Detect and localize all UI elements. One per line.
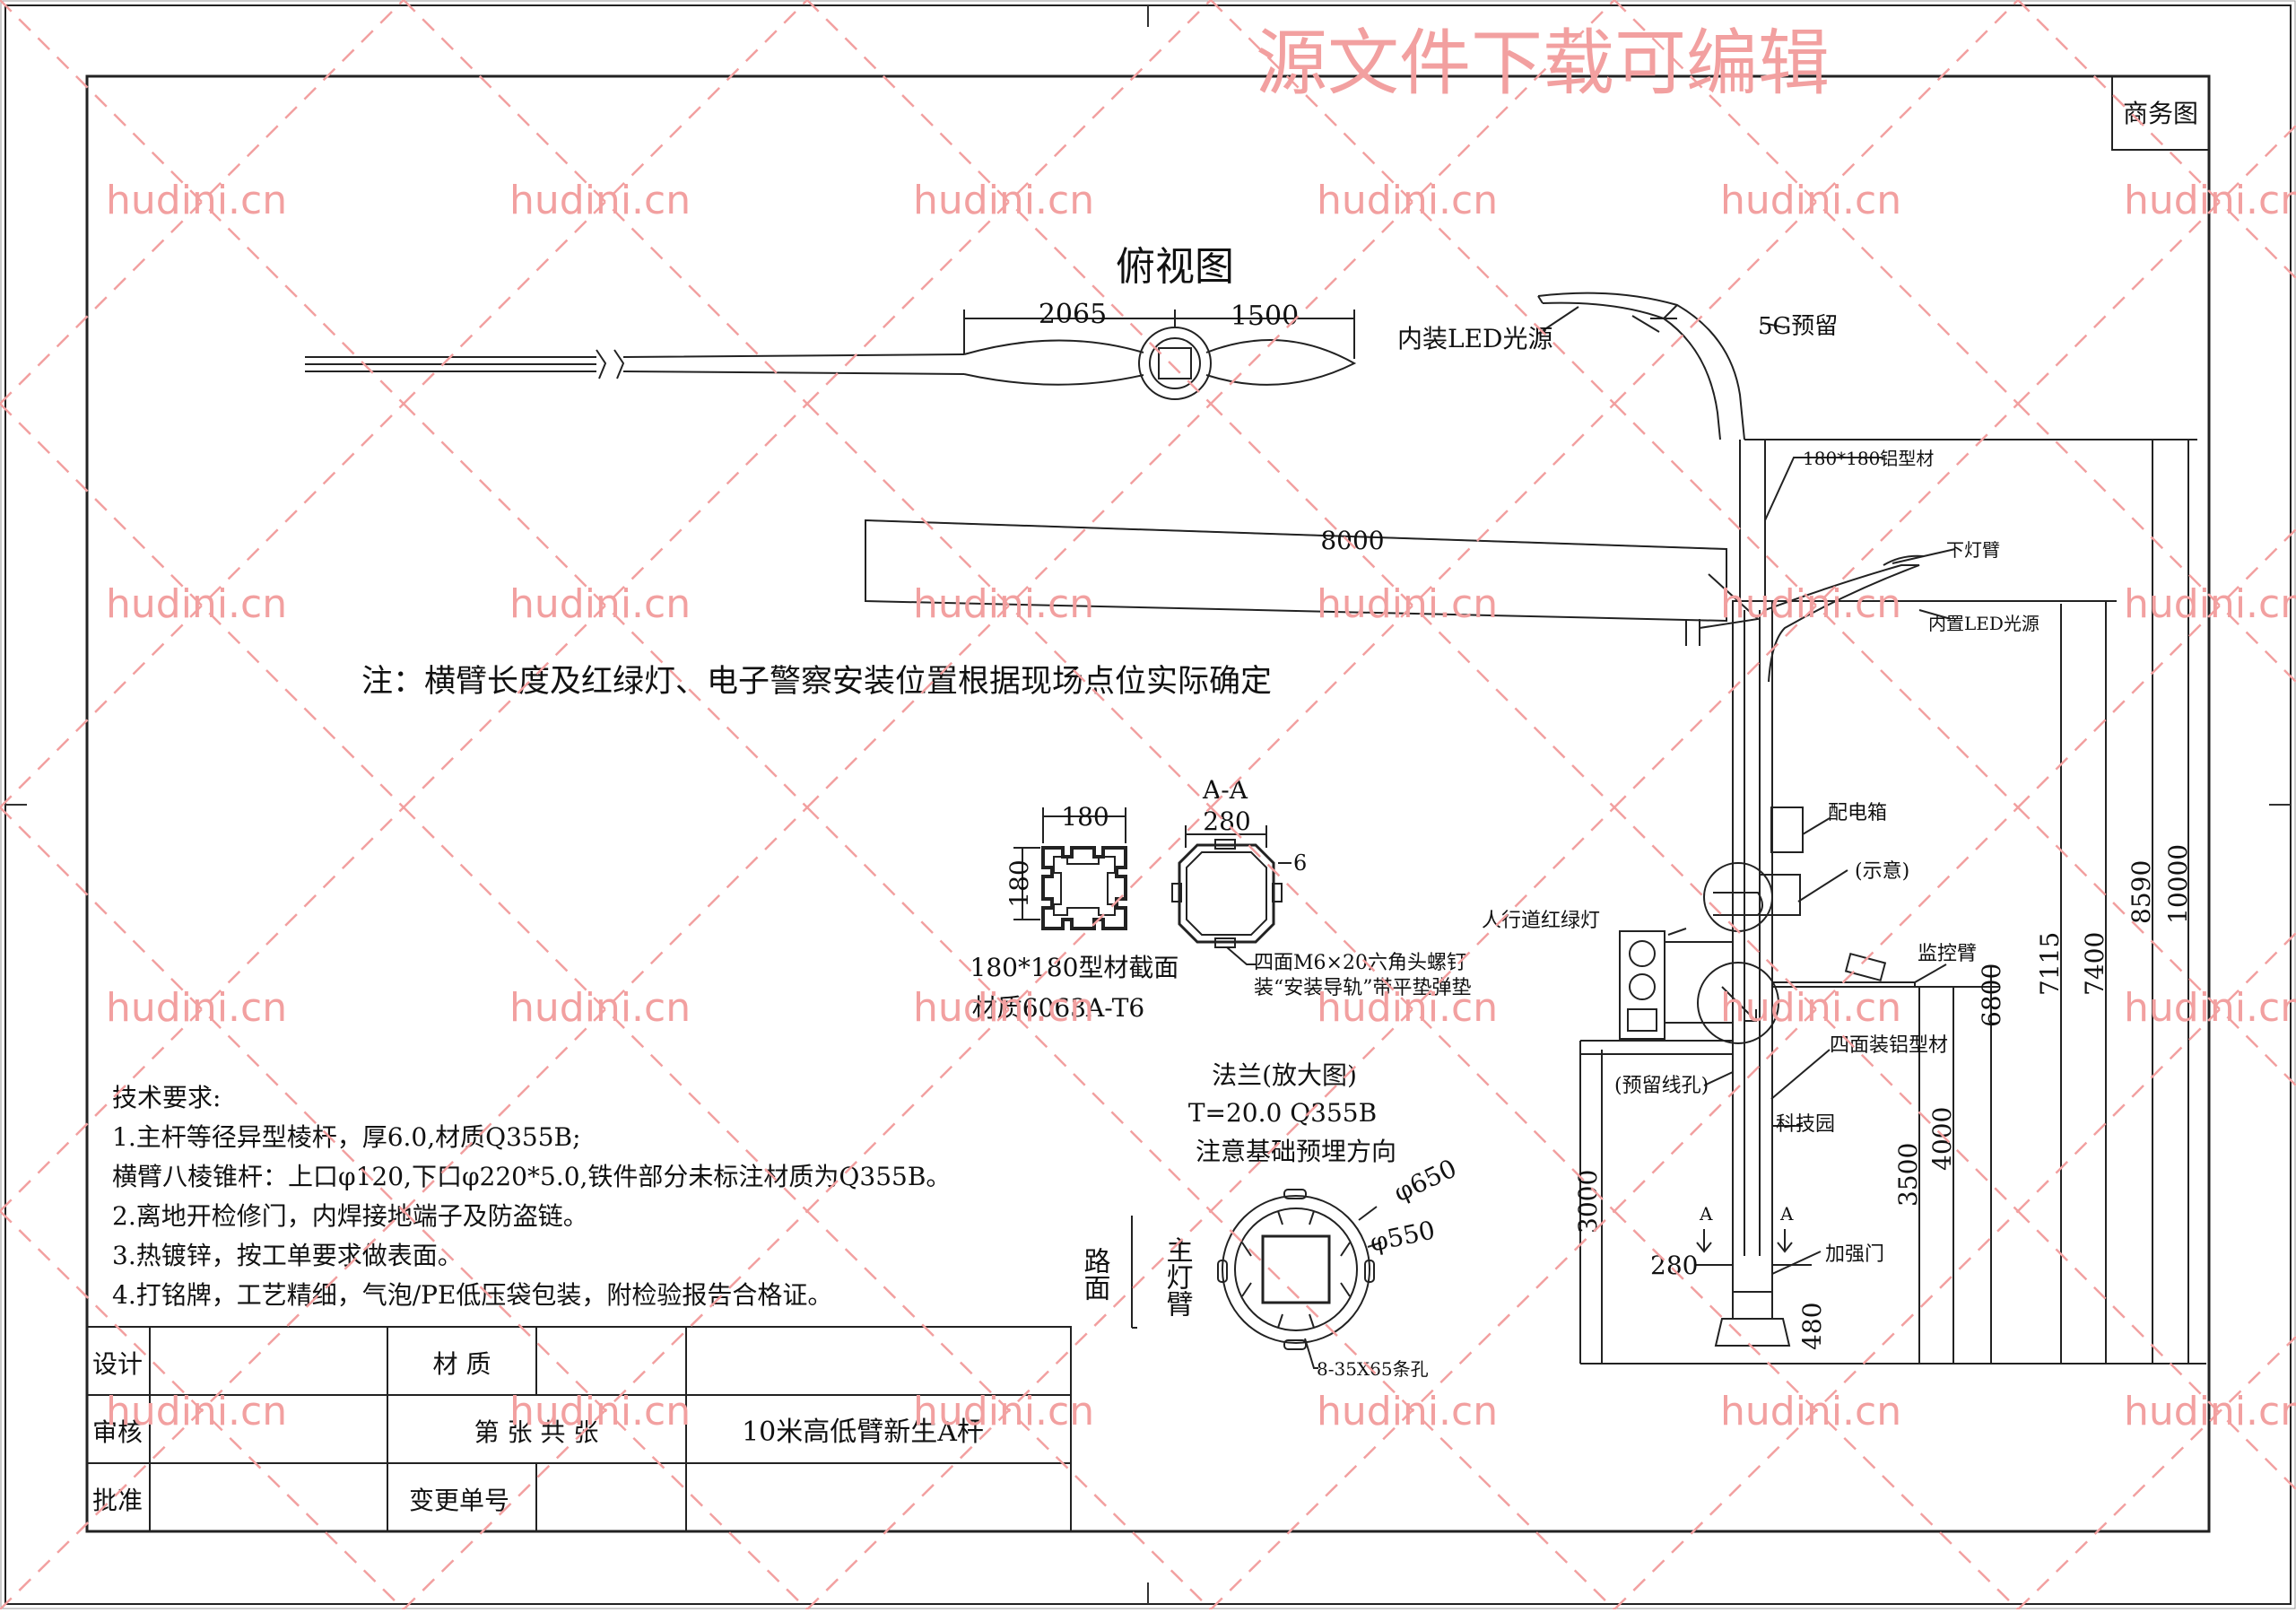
aa-callout-2: 装“安装导轨”带平垫弹垫: [1254, 977, 1472, 999]
watermark-text: hudini.cn: [1720, 178, 1901, 223]
top-view: 俯视图 2065 1500: [305, 244, 1357, 400]
pole-labels: 内装LED光源 5G预留 180*180铝型材 下灯臂 内置LED光源 配电箱 …: [1397, 313, 2039, 1266]
watermark-text: hudini.cn: [2124, 178, 2296, 223]
dim-8590: 8590: [2126, 860, 2156, 924]
watermark-text: hudini.cn: [913, 1389, 1094, 1434]
tech-requirements: 技术要求: 1.主杆等径异型棱杆，厚6.0,材质Q355B; 横臂八棱锥杆：上口…: [112, 1083, 951, 1310]
watermark-title: 源文件下载可编辑: [1256, 22, 1830, 105]
watermark-text: hudini.cn: [1720, 1389, 1901, 1434]
label-dist-box: 配电箱: [1828, 802, 1887, 824]
flange-dia-inner: φ550: [1368, 1215, 1438, 1257]
profile-dim-height: 180: [1004, 859, 1034, 907]
watermark-text: hudini.cn: [1317, 581, 1498, 627]
watermark-texts: hudini.cn hudini.cn hudini.cn hudini.cn hudi…: [106, 178, 2296, 1434]
label-led-source: 内装LED光源: [1397, 324, 1552, 353]
watermark-text: hudini.cn: [2124, 985, 2296, 1031]
profile-dim-width: 180: [1061, 802, 1109, 832]
watermark-text: hudini.cn: [2124, 581, 2296, 627]
label-profile-180: 180*180铝型材: [1803, 448, 1934, 469]
dim-3500: 3500: [1893, 1143, 1923, 1207]
profile-caption-1: 180*180型材截面: [970, 953, 1179, 982]
watermark-text: hudini.cn: [2124, 1389, 2296, 1434]
flange-road-label: 路面: [1079, 1247, 1110, 1301]
watermark-text: hudini.cn: [913, 178, 1094, 223]
dim-8000: 8000: [1320, 526, 1384, 555]
title-block: 设计 审核 批准 材 质 第 张 共 张 变更单号 10米高低臂新生A杆: [86, 1326, 1072, 1532]
tb-design: 设计: [92, 1349, 143, 1379]
aa-section: A-A 280 6 四面M6×20六角头螺钉 装“安装导轨”带平垫弹垫: [1171, 775, 1472, 999]
watermark-text: hudini.cn: [509, 581, 691, 627]
tech-item-3: 2.离地开检修门，内焊接地端子及防盗链。: [112, 1201, 588, 1231]
label-inner-led: 内置LED光源: [1928, 613, 2039, 634]
watermark-text: hudini.cn: [106, 178, 287, 223]
dim-6800: 6800: [1977, 963, 2006, 1027]
section-mark-left: A: [1699, 1203, 1713, 1225]
label-monitor-arm: 监控臂: [1918, 943, 1977, 965]
watermark-text: hudini.cn: [106, 581, 287, 627]
label-reinforce-door: 加强门: [1825, 1243, 1884, 1266]
label-5g: 5G预留: [1758, 313, 1838, 340]
tech-item-2: 横臂八棱锥杆：上口φ120,下口φ220*5.0,铁件部分未标注材质为Q355B…: [112, 1162, 951, 1191]
label-lower-arm: 下灯臂: [1946, 539, 2000, 561]
dim-3000: 3000: [1573, 1170, 1603, 1234]
dim-7400: 7400: [2080, 932, 2109, 996]
label-tech-park: 科技园: [1776, 1113, 1835, 1136]
dim-4000: 4000: [1927, 1107, 1957, 1171]
flange-detail: 法兰(放大图) T=20.0 Q355B 注意基础预埋方向 φ650 φ550 …: [1079, 1060, 1462, 1380]
dim-480: 480: [1797, 1303, 1827, 1350]
tb-sheet: 第 张 共 张: [474, 1417, 599, 1447]
label-reserved-hole: (预留线孔): [1614, 1075, 1709, 1097]
flange-spec: T=20.0 Q355B: [1188, 1098, 1377, 1128]
aa-dim-thick: 6: [1293, 850, 1307, 876]
watermark-text: hudini.cn: [1317, 1389, 1498, 1434]
watermark-text: hudini.cn: [1317, 178, 1498, 223]
flange-main-arm-label: 主灯臂: [1161, 1236, 1193, 1317]
corner-marks: [5, 5, 2291, 1604]
tb-material: 材 质: [433, 1349, 491, 1379]
pole-dimensions: 10000 8590 7400 7115 6800 4000 3500 3000: [1573, 844, 2193, 1234]
tb-review: 审核: [92, 1417, 143, 1447]
tech-title: 技术要求:: [112, 1083, 221, 1112]
top-view-title: 俯视图: [1116, 244, 1234, 290]
cross-arm: 8000: [865, 519, 1761, 646]
flange-dia-outer: φ650: [1389, 1154, 1461, 1208]
dim-10000: 10000: [2163, 844, 2193, 924]
tech-item-4: 3.热镀锌，按工单要求做表面。: [112, 1241, 463, 1270]
tb-drawing-name: 10米高低臂新生A杆: [742, 1417, 984, 1448]
watermark-text: hudini.cn: [106, 985, 287, 1031]
tb-change-no: 变更单号: [409, 1486, 509, 1515]
flange-title: 法兰(放大图): [1212, 1060, 1357, 1090]
section-mark-right: A: [1779, 1203, 1794, 1225]
watermark-text: hudini.cn: [509, 178, 691, 223]
category-box: 商务图: [2111, 75, 2210, 151]
aa-callout-1: 四面M6×20六角头螺钉: [1254, 952, 1466, 974]
watermark-text: hudini.cn: [509, 985, 691, 1031]
flange-holes: 8-35X65条孔: [1317, 1358, 1429, 1380]
tech-item-5: 4.打铭牌，工艺精细，气泡/PE低压袋包装，附检验报告合格证。: [112, 1280, 832, 1310]
watermark-text: hudini.cn: [913, 985, 1094, 1031]
note-text: 注：横臂长度及红绿灯、电子警察安装位置根据现场点位实际确定: [361, 664, 1272, 700]
watermark-text: hudini.cn: [1720, 581, 1901, 627]
watermark-text: hudini.cn: [1317, 985, 1498, 1031]
label-four-side-profile: 四面装铝型材: [1830, 1034, 1948, 1057]
watermark-text: hudini.cn: [106, 1389, 287, 1434]
watermark-text: hudini.cn: [509, 1389, 691, 1434]
aa-dim-width: 280: [1203, 806, 1250, 836]
watermark-text: hudini.cn: [913, 581, 1094, 627]
aa-label: A-A: [1202, 775, 1248, 805]
category-label: 商务图: [2123, 99, 2198, 128]
watermark-text: hudini.cn: [1720, 985, 1901, 1031]
dim-7115: 7115: [2035, 932, 2065, 996]
dim-2065: 2065: [1039, 299, 1107, 330]
label-indicative: (示意): [1855, 860, 1909, 883]
tech-item-1: 1.主杆等径异型棱杆，厚6.0,材质Q355B;: [112, 1122, 581, 1152]
flange-note: 注意基础预埋方向: [1196, 1137, 1396, 1166]
